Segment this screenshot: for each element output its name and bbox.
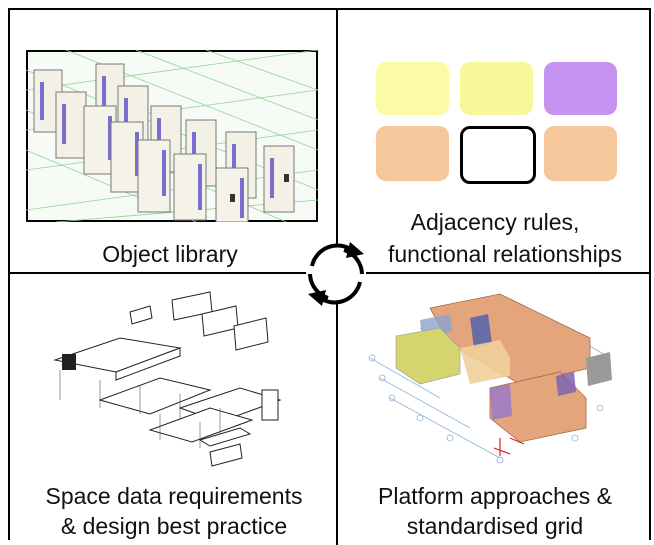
object-library-caption: Object library	[102, 241, 238, 267]
adjacency-tile-2	[460, 62, 533, 115]
adjacency-tile-3	[544, 62, 617, 115]
adjacency-tile-4	[376, 126, 449, 181]
diagram-frame	[8, 8, 651, 540]
adjacency-caption-line2: functional relationships	[388, 241, 622, 267]
platform-caption-line1: Platform approaches &	[378, 483, 612, 509]
platform-caption-line2: standardised grid	[406, 513, 584, 539]
platform-grid-image	[368, 293, 612, 464]
adjacency-tile-1	[376, 62, 449, 115]
cycle-arrows-icon	[306, 242, 366, 306]
adjacency-tile-6	[544, 126, 617, 181]
space-data-image	[53, 291, 282, 467]
space-data-caption-line2: & design best practice	[60, 513, 288, 539]
space-data-caption-line1: Space data requirements	[45, 483, 303, 509]
object-library-image	[26, 50, 318, 222]
adjacency-caption-line1: Adjacency rules,	[410, 209, 580, 235]
adjacency-tile-5	[460, 126, 536, 184]
